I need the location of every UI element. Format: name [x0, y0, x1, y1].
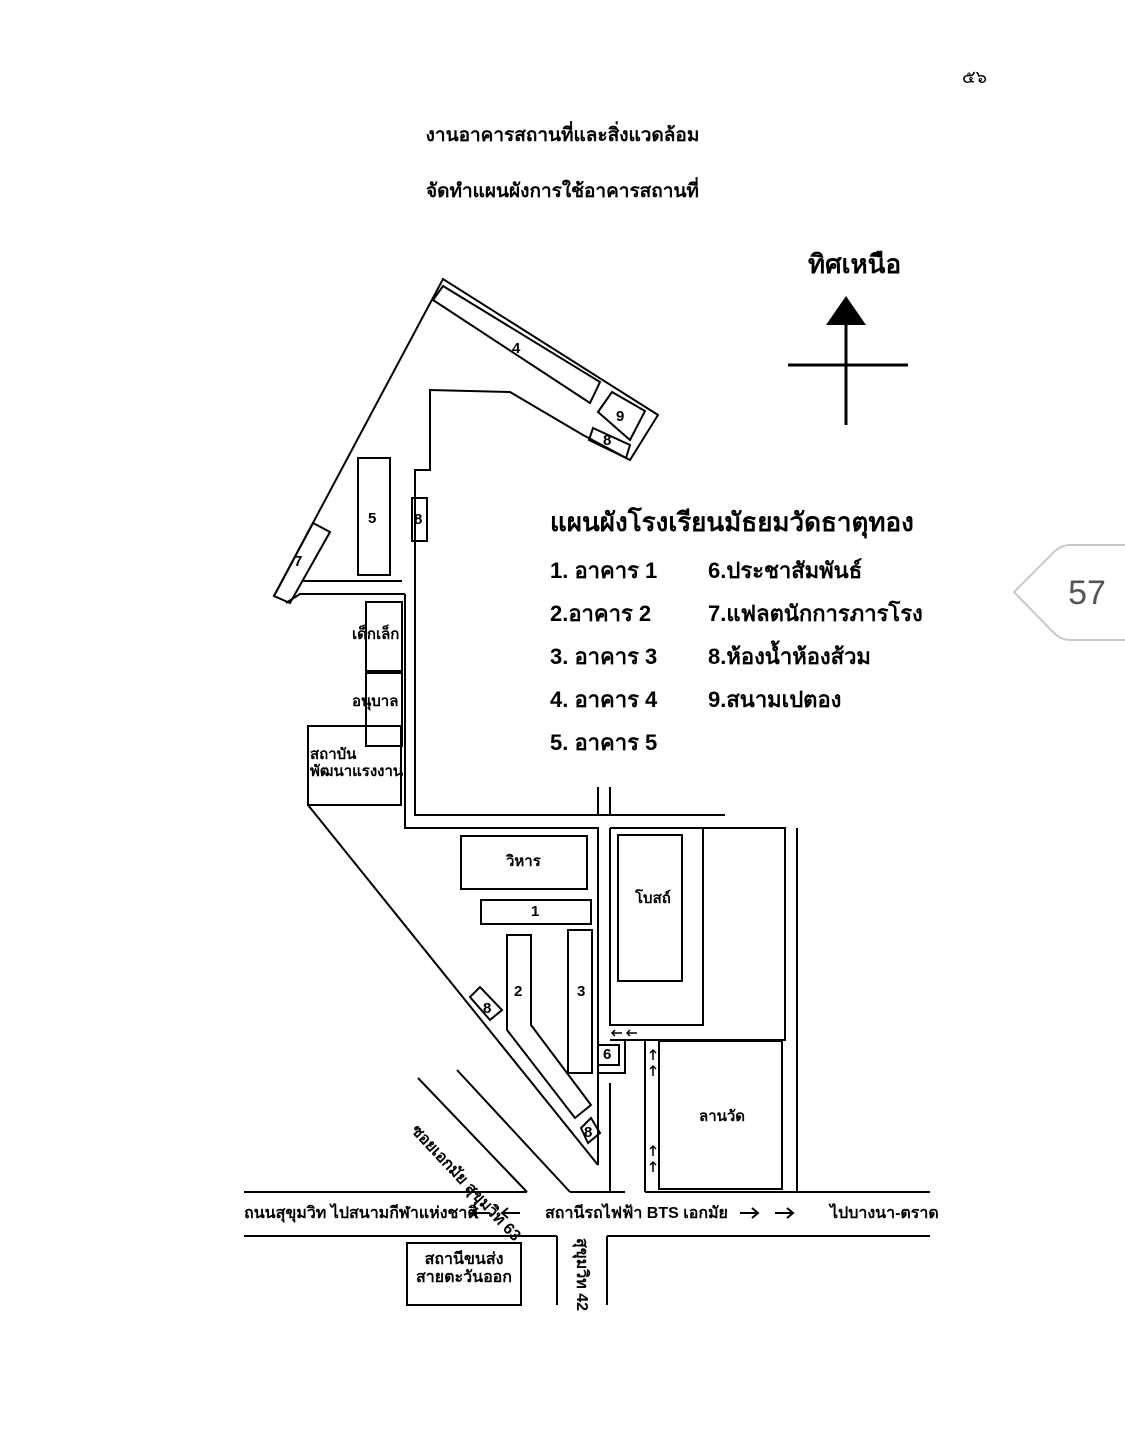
road-label-sukhumvit-west: ถนนสุขุมวิท ไปสนามกีฬาแห่งชาติ — [244, 1205, 478, 1222]
label-building-7: 7 — [294, 553, 303, 570]
label-nursery: เด็กเล็ก — [352, 626, 400, 643]
building-institute — [307, 725, 402, 806]
label-building-3: 3 — [577, 983, 586, 1000]
road-label-soi42: สุขุมวิท 42 — [573, 1238, 590, 1312]
road-east-4 — [796, 828, 930, 1193]
road-temple-2 — [609, 1083, 625, 1193]
building-5 — [357, 457, 391, 576]
label-building-9: 9 — [616, 408, 625, 425]
label-institute: สถาบัน พัฒนาแรงงาน — [310, 746, 404, 781]
building-4 — [431, 284, 602, 405]
label-building-5: 5 — [368, 510, 377, 527]
road-soi42 — [556, 1236, 608, 1305]
legend-item-6: 6.ประชาสัมพันธ์ — [708, 558, 863, 583]
label-building-2: 2 — [514, 983, 523, 1000]
road-inner-2 — [404, 594, 599, 1165]
legend-item-8: 8.ห้องน้ำห้องส้วม — [708, 644, 871, 669]
building-8d — [579, 1116, 602, 1145]
road-east-3 — [610, 827, 786, 1041]
building-2 — [506, 934, 593, 1120]
building-3 — [567, 929, 593, 1074]
building-8a — [587, 426, 632, 460]
north-label: ทิศเหนือ — [808, 249, 902, 279]
building-7 — [272, 521, 332, 605]
road-label-east: ไปบางนา-ตราด — [830, 1205, 939, 1222]
label-building-8c: 8 — [483, 1000, 492, 1017]
road-diagonal-west — [307, 804, 599, 1166]
page-tab: 57 — [1012, 544, 1125, 641]
building-nursery — [365, 601, 403, 672]
tab-page-number: 57 — [1068, 574, 1106, 612]
label-building-6: 6 — [603, 1046, 612, 1063]
legend-item-7: 7.แฟลตนักการภารโรง — [708, 601, 923, 626]
label-ubosot: โบสถ์ — [635, 890, 671, 907]
label-courtyard: ลานวัด — [699, 1108, 746, 1125]
road-east-2 — [609, 828, 704, 1026]
building-ubosot — [617, 834, 683, 982]
bus-station — [406, 1242, 522, 1306]
page-number: ๕๖ — [962, 67, 988, 88]
tab-shape — [1012, 544, 1125, 641]
building-courtyard — [658, 1040, 783, 1190]
building-8c — [468, 985, 504, 1022]
building-9 — [596, 390, 647, 442]
label-vihara: วิหาร — [506, 853, 541, 870]
building-vihara — [460, 835, 588, 890]
legend-item-5: 5. อาคาร 5 — [550, 730, 658, 755]
heading-line2: จัดทำแผนผังการใช้อาคารสถานที่ — [426, 180, 699, 202]
arrow-icons — [470, 1029, 795, 1219]
building-6 — [597, 1044, 620, 1066]
road-label-bts: สถานีรถไฟฟ้า BTS เอกมัย — [545, 1205, 728, 1222]
label-building-8a: 8 — [603, 432, 612, 449]
heading-line1: งานอาคารสถานที่และสิ่งแวดล้อม — [425, 124, 700, 146]
building-1 — [480, 899, 592, 925]
label-building-4: 4 — [512, 340, 521, 357]
label-kindergarten: อนุบาล — [352, 693, 399, 710]
road-soi63-edge1 — [417, 1077, 528, 1193]
road-pr — [598, 1040, 626, 1074]
legend-item-3: 3. อาคาร 3 — [550, 644, 658, 669]
label-building-8d: 8 — [584, 1124, 593, 1141]
map-title: แผนผังโรงเรียนมัธยมวัดธาตุทอง — [550, 507, 914, 537]
building-8b — [411, 497, 428, 542]
compound-wall-north — [273, 277, 725, 816]
north-arrow-icon — [788, 296, 908, 425]
legend-item-1: 1. อาคาร 1 — [550, 558, 658, 583]
road-soi63-edge2 — [456, 1069, 571, 1193]
label-building-8b: 8 — [414, 511, 423, 528]
building-kindergarten — [365, 672, 403, 747]
label-bus-station: สถานีขนส่ง สายตะวันออก — [416, 1251, 512, 1287]
legend-item-9: 9.สนามเปตอง — [708, 687, 842, 712]
legend-item-2: 2.อาคาร 2 — [550, 601, 652, 626]
label-building-1: 1 — [531, 903, 540, 920]
legend-item-4: 4. อาคาร 4 — [550, 687, 658, 712]
